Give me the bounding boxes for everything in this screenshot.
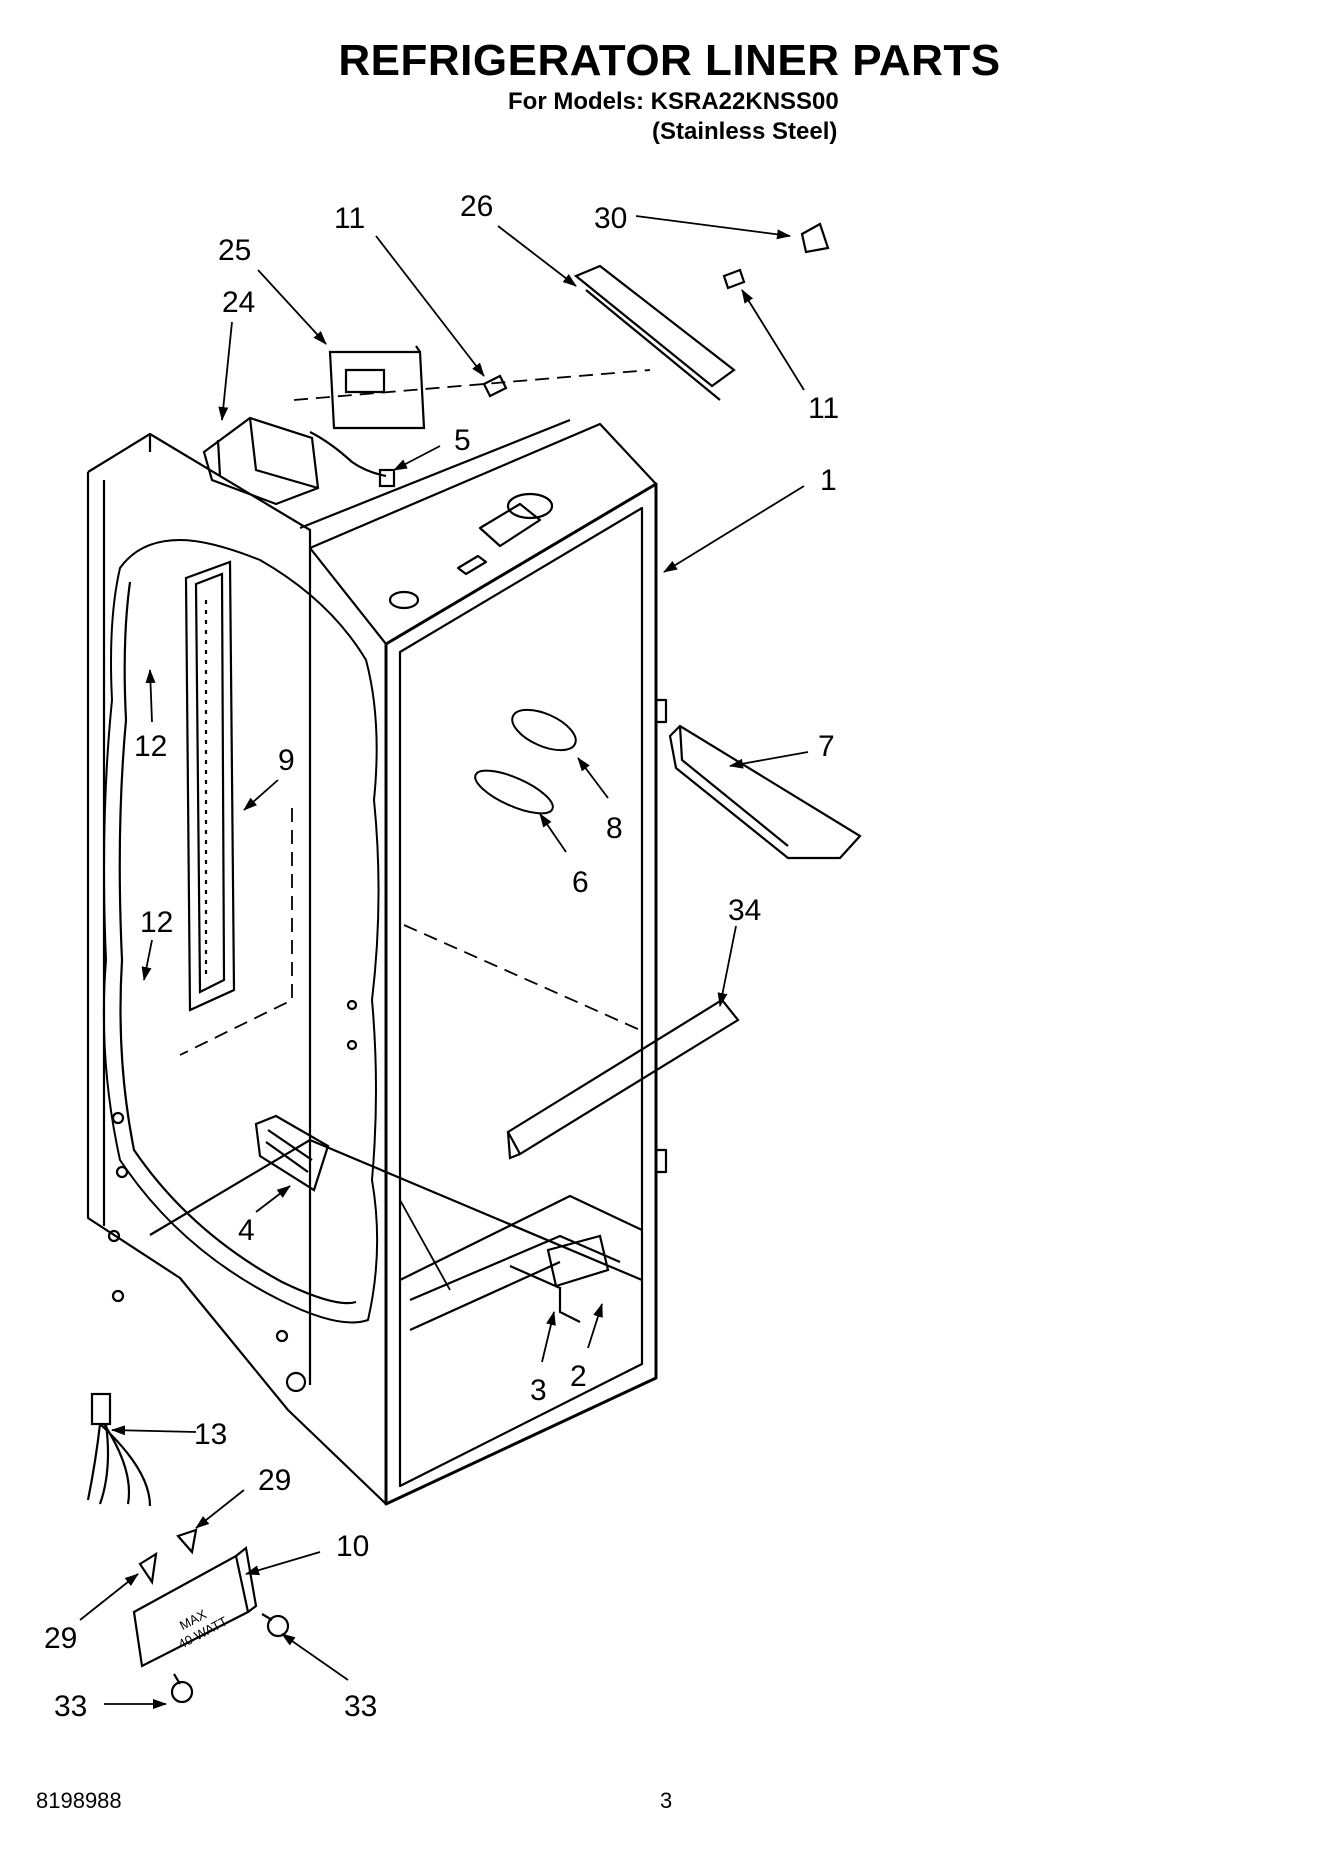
top-surface bbox=[87, 432, 387, 645]
part-top-trim bbox=[573, 264, 736, 401]
callout-1: 1 bbox=[820, 464, 837, 497]
part-cover bbox=[328, 345, 426, 430]
callout-5: 5 bbox=[454, 424, 471, 457]
callout-6: 6 bbox=[572, 866, 589, 899]
callout-labels: 11 26 30 25 24 11 5 1 12 9 7 8 6 34 12 4… bbox=[44, 190, 839, 1723]
callout-34: 34 bbox=[728, 894, 761, 927]
callout-7: 7 bbox=[818, 730, 835, 763]
part-light-lens bbox=[254, 1114, 330, 1192]
models-line: For Models: KSRA22KNSS00 bbox=[508, 88, 839, 115]
part-light-socket bbox=[132, 1528, 290, 1704]
page-title: REFRIGERATOR LINER PARTS bbox=[338, 36, 1001, 85]
callout-8: 8 bbox=[606, 812, 623, 845]
callout-13: 13 bbox=[194, 1418, 227, 1451]
callout-29-left: 29 bbox=[44, 1622, 77, 1655]
callout-25: 25 bbox=[218, 234, 251, 267]
callout-24: 24 bbox=[222, 286, 255, 319]
part-control-housing bbox=[202, 416, 320, 506]
callout-12-lower: 12 bbox=[140, 906, 173, 939]
callout-29-top: 29 bbox=[258, 1464, 291, 1497]
callout-33-right: 33 bbox=[344, 1690, 377, 1723]
callout-26: 26 bbox=[460, 190, 493, 223]
part-shelf-track bbox=[184, 560, 236, 1012]
callout-3: 3 bbox=[530, 1374, 547, 1407]
callout-10: 10 bbox=[336, 1530, 369, 1563]
variant-line: (Stainless Steel) bbox=[652, 118, 838, 145]
part-wire-harness bbox=[86, 1392, 152, 1507]
front-flange-outer bbox=[384, 482, 658, 1506]
callout-9: 9 bbox=[278, 744, 295, 777]
part-divider-bar bbox=[506, 998, 740, 1160]
part-crisper-rail bbox=[668, 724, 862, 860]
part-thermostat-wire bbox=[309, 431, 396, 488]
callout-33-left: 33 bbox=[54, 1690, 87, 1723]
part-brackets bbox=[509, 1234, 610, 1323]
callout-11-right: 11 bbox=[808, 392, 839, 425]
document-number: 8198988 bbox=[36, 1788, 122, 1813]
insulation-edge bbox=[102, 539, 380, 1324]
liner-cabinet bbox=[86, 369, 668, 1506]
callout-2: 2 bbox=[570, 1360, 587, 1393]
left-side-panel bbox=[86, 472, 387, 1505]
callout-11-top: 11 bbox=[334, 202, 365, 235]
callout-4: 4 bbox=[238, 1214, 255, 1247]
liner-floor bbox=[149, 1138, 643, 1282]
page-number: 3 bbox=[660, 1788, 673, 1813]
front-flange-inner bbox=[398, 506, 644, 1488]
stamp-lamp-rating: MAX 40 WATT bbox=[176, 1606, 230, 1651]
part-badges bbox=[474, 708, 577, 815]
callout-30: 30 bbox=[594, 202, 627, 235]
part-screws-top bbox=[482, 222, 830, 398]
leader-arrows bbox=[79, 215, 809, 1709]
callout-12-upper: 12 bbox=[134, 730, 167, 763]
